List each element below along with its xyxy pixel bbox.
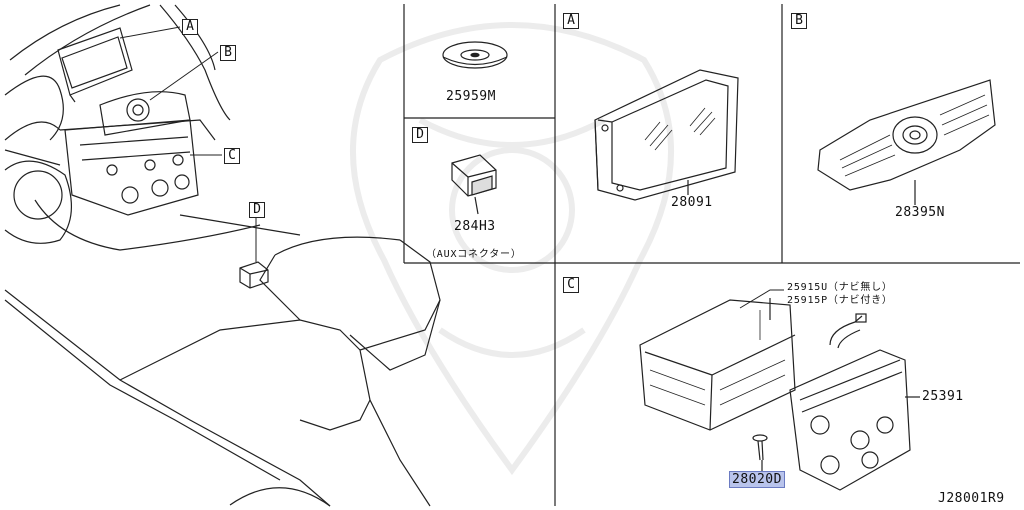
part-label-28091: 28091 (671, 195, 713, 210)
watermark-emblem (349, 22, 675, 476)
part-label-28020D-highlighted[interactable]: 28020D (729, 471, 785, 488)
drawing-number: J28001R9 (938, 491, 1005, 506)
callout-b-panel: B (791, 13, 807, 29)
part-label-25959M: 25959M (446, 89, 496, 104)
part-label-25915P: 25915P（ナビ付き） (787, 295, 893, 306)
callout-d-panel: D (412, 127, 428, 143)
panel-frame (403, 4, 1020, 506)
aux-connector-note: （AUXコネクター） (426, 249, 522, 260)
dashboard-overview-drawing (4, 4, 441, 507)
screw-28020D-drawing (752, 434, 768, 471)
part-label-284H3: 284H3 (454, 219, 496, 234)
control-panel-25391-drawing (789, 313, 920, 491)
callout-a-panel: A (563, 13, 579, 29)
audio-unit-25915-drawing (639, 298, 796, 431)
part-label-25915U: 25915U（ナビ無し） (787, 282, 893, 293)
part-label-25391: 25391 (922, 389, 964, 404)
part-label-28395N: 28395N (895, 205, 945, 220)
overview-leader-lines (119, 26, 257, 262)
vent-panel-28395N-drawing (817, 79, 996, 205)
callout-c-panel: C (563, 277, 579, 293)
callout-b-overview: B (220, 45, 236, 61)
callout-c-overview: C (224, 148, 240, 164)
callout-a-overview: A (182, 19, 198, 35)
display-unit-28091-drawing (594, 69, 739, 201)
callout-d-overview: D (249, 202, 265, 218)
disc-25959M-drawing (442, 41, 508, 69)
aux-connector-284H3-drawing (451, 154, 497, 215)
audio-unit-leader (739, 289, 784, 309)
